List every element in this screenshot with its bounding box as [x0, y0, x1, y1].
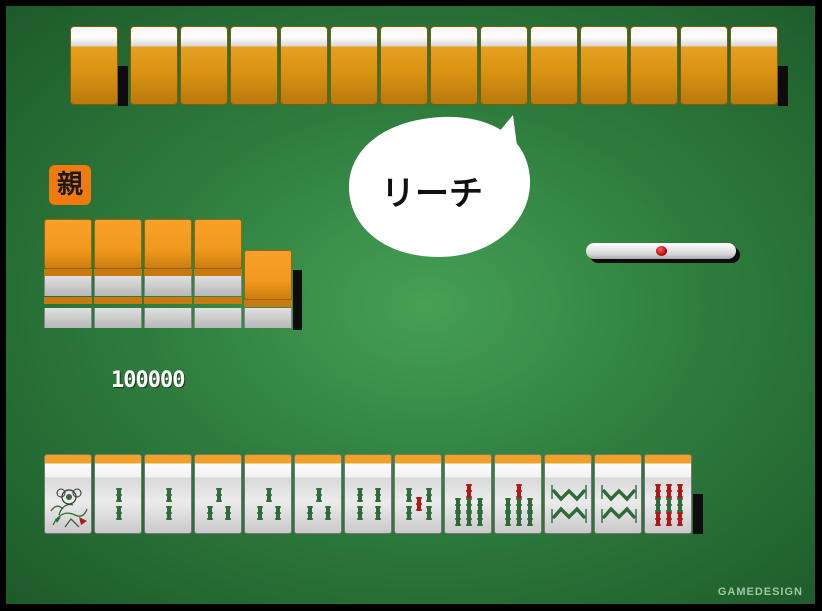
opponent-tile-back [330, 26, 378, 105]
hand-tile-3-sou[interactable] [194, 454, 242, 534]
opponent-tile-back [480, 26, 528, 105]
tile-shadow [778, 66, 788, 106]
hand-tile-4-sou[interactable] [344, 454, 392, 534]
opponent-tile-back [680, 26, 728, 105]
hand-tile-2-sou[interactable] [144, 454, 192, 534]
speech-bubble-text: リーチ [381, 174, 483, 214]
wall-stack-band [144, 269, 192, 276]
opponent-tile-back [280, 26, 328, 105]
opponent-tile-back [180, 26, 228, 105]
wall-stack-side [194, 308, 242, 328]
opponent-tile-back [630, 26, 678, 105]
wall-stack-side [94, 276, 142, 296]
wall-stack-band [94, 269, 142, 276]
wall-stack-side [44, 308, 92, 328]
opponent-tile-back [730, 26, 778, 105]
hand-tile-2-sou[interactable] [94, 454, 142, 534]
wall-stack-band [44, 297, 92, 304]
wall-stack-side [144, 276, 192, 296]
wall-stack-band [44, 269, 92, 276]
wall-stack-top [244, 250, 292, 300]
wall-stack-top [144, 219, 192, 269]
hand-tile-9-sou[interactable] [644, 454, 692, 534]
wall-stack-side [44, 276, 92, 296]
wall-stack-band [194, 297, 242, 304]
hand-tile-1-sou[interactable] [44, 454, 92, 534]
hand-tile-8-sou[interactable] [594, 454, 642, 534]
opponent-tile-back [430, 26, 478, 105]
riichi-stick-dot [656, 246, 667, 256]
dealer-badge: 親 [49, 165, 91, 205]
opponent-tile-back [380, 26, 428, 105]
wall-stack-side [244, 308, 292, 328]
wall-stack-top [44, 219, 92, 269]
opponent-tile-back [230, 26, 278, 105]
hand-tile-7-sou[interactable] [494, 454, 542, 534]
hand-tile-8-sou[interactable] [544, 454, 592, 534]
wall-shadow [293, 270, 302, 330]
opponent-tile-back [530, 26, 578, 105]
wall-stack-band [194, 269, 242, 276]
hand-tile-7-sou[interactable] [444, 454, 492, 534]
wall-stack-band [244, 300, 292, 307]
wall-stack-side [194, 276, 242, 296]
hand-tile-3-sou[interactable] [294, 454, 342, 534]
mahjong-table: 親 リーチ 100000 GAMEDESIGN [6, 6, 815, 604]
hand-tile-5-sou[interactable] [394, 454, 442, 534]
wall-stack-side [94, 308, 142, 328]
opponent-tile-back [70, 26, 118, 105]
opponent-tile-back [580, 26, 628, 105]
riichi-stick [586, 243, 736, 259]
wall-stack-band [94, 297, 142, 304]
speech-bubble [349, 115, 531, 258]
watermark: GAMEDESIGN [717, 586, 803, 598]
wall-stack-top [194, 219, 242, 269]
hand-tile-3-sou[interactable] [244, 454, 292, 534]
wall-stack-band [144, 297, 192, 304]
opponent-tile-back [130, 26, 178, 105]
hand-shadow [693, 494, 703, 534]
wall-stack-side [144, 308, 192, 328]
player-score: 100000 [111, 368, 185, 393]
wall-stack-top [94, 219, 142, 269]
tile-shadow [118, 66, 128, 106]
